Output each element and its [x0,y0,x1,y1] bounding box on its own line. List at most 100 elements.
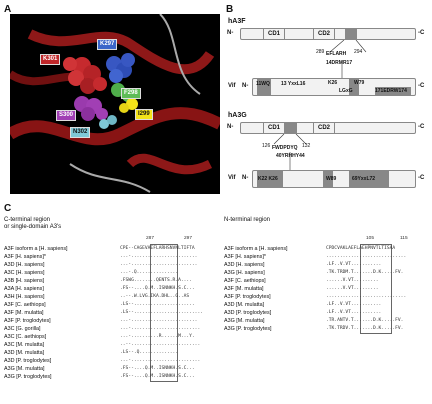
ha3f-vif-shade1 [257,79,271,95]
species-name: A3C [M. mulatta] [4,342,45,348]
right-sequences: CPDCVAKLAEFLAEHPNVTLTISAA...............… [326,245,406,333]
ha3f-n-terminus: N- [227,30,234,36]
sequence-row: .FSWG........QENTS.R.A.... [120,278,192,283]
left-ruler-2: 297 [184,236,193,241]
ha3g-motif-region [285,123,297,133]
sequence-row: ............................. [326,254,407,259]
sequence-row: ...-.Q............... [120,270,179,275]
panel-a-letter: A [4,4,12,15]
ha3f-vif-bar [252,78,416,96]
right-highlight-box [360,244,392,334]
label-k297: K297 [97,39,118,50]
ha3f-vif-shade2 [349,79,359,95]
protein-structure-image [10,14,220,194]
sequence-row: .FS--....Q.M..ISNNKH.S.C... [120,374,195,379]
sequence-row: .TK.TRDM.T.......D.K.....FV. [326,270,404,275]
sequence-row: ......V.VT......... [326,278,379,283]
left-title-line2: or single-domain A3's [4,224,62,230]
ha3f-cd1: CD1 [263,29,285,39]
ha3f-motif-start: 289 [316,49,325,55]
ha3f-vif-shade3 [375,87,411,95]
panel-b-letter: B [226,4,234,15]
species-name: A3C [C. aethiops] [4,334,47,340]
species-name: A3F [H. sapiens]* [224,254,266,260]
ha3g-cd1: CD1 [263,123,285,133]
species-name: A3D [P. troglodytes] [4,358,52,364]
label-f298: F298 [121,88,141,99]
sequence-row: ...-........................ [120,318,198,323]
species-name: A3B [H. sapiens] [4,278,45,284]
species-name: A3F [P. troglodytes] [224,294,271,300]
ha3f-vif-c: -C [418,83,425,89]
species-name: A3F [M. mulatta] [4,310,44,316]
ha3f-domain-bar: CD1 CD2 [240,28,416,40]
sequence-row: .LF..V.VT........... [326,310,382,315]
species-name: A3F [M. mulatta] [224,286,264,292]
ha3g-vif-shade2 [323,171,333,187]
sequence-row: .LS--...................... [120,302,195,307]
ha3g-vif-seq2: W89 [326,176,337,182]
ha3f-vif-seq4: W79 [354,80,365,86]
species-name: A3A [H. sapiens] [4,286,44,292]
label-i299: I299 [135,109,153,120]
species-name: A3G [H. sapiens] [224,270,265,276]
ha3g-motif: FWDPDYQ [272,145,298,151]
ha3g-vif-shade3 [349,171,389,187]
ha3g-label: hA3G [228,112,247,119]
ha3f-vif-n: N- [242,83,249,89]
ha3f-vif-seq1: 11WQ [256,81,270,87]
ha3g-vif-c: -C [418,175,425,181]
ha3f-motif-end: 294 [354,49,363,55]
ha3f-cd2: CD2 [313,29,335,39]
sequence-row: ...-..........R......M...Y. [120,334,195,339]
right-species-names: A3F isoform a [H. sapiens] A3F [H. sapien… [224,245,288,333]
left-species-names: A3F isoform a [H. sapiens]A3F [H. sapien… [4,245,68,381]
ha3g-motif-seq: FWDPDYQ [272,145,298,151]
sequence-row: ...-........................ [120,262,198,267]
ha3f-motif-region [345,29,357,39]
ha3f-vif-motif1: 14DRMR17 [326,60,353,66]
ha3f-label: hA3F [228,18,246,25]
species-name: A3D [M. mulatta] [4,350,45,356]
species-name: A3F [H. sapiens]* [4,254,46,260]
ha3f-vif-seq6: 171EDRW174 [375,88,407,94]
sequence-row: .TR.ANTV.T.......D.K.....FV. [326,318,404,323]
label-k301: K301 [40,54,61,65]
species-name: A3C [G. gorilla] [4,326,41,332]
species-name: A3H [H. sapiens] [4,294,45,300]
panel-c-letter: C [4,203,12,214]
ha3g-motif-lines [273,134,307,172]
ha3g-motif2: 40YRHHY44 [276,153,305,159]
ha3f-motif: EFLARH [326,51,346,57]
species-name: A3F [P. troglodytes] [4,318,51,324]
species-name: A3F [C. aethiops] [224,278,266,284]
left-alignment-title: C-terminal region or single-domain A3's [4,217,61,231]
sequence-row: .FS--....Q.M..ISNNKH.S.C... [120,286,195,291]
sequence-row: .LF..V.VT........... [326,262,382,267]
species-name: A3D [P. troglodytes] [224,310,272,316]
ha3f-c-terminus: -C [418,30,425,36]
left-highlight-box [150,244,178,382]
sequence-row: ...-......................... [120,326,201,331]
right-alignment-title: N-terminal region [224,217,271,223]
ha3g-vif-shade1 [257,171,283,187]
ha3g-cd2: CD2 [313,123,335,133]
species-name: A3F isoform a [H. sapiens] [224,246,288,252]
species-name: A3G [M. mulatta] [4,366,45,372]
left-ruler-1: 287 [146,236,155,241]
species-name: A3C [H. sapiens] [4,270,45,276]
label-s300: S300 [56,110,77,121]
sequence-row: ...-........................ [120,254,198,259]
ha3g-n-terminus: N- [227,124,234,130]
label-n302: N302 [70,127,91,138]
sequence-row: CPDCVAKLAEFLAEHPNVTLTISAA [326,246,396,251]
sequence-row: ..--......................... [120,342,201,347]
left-title-line1: C-terminal region [4,217,51,223]
sequence-row: .LF..V.VT........... [326,302,382,307]
left-sequences: CPE--CAGEVAEFLARHSNVNLTIFTA...-.........… [120,245,203,381]
sequence-row: .LS--.Q.............. [120,350,179,355]
sequence-row: .FS--....Q.M..ISNNKH.S.C... [120,366,195,371]
sequence-row: ..--.W.LVG.IKA.DHL..G..AS [120,294,190,299]
ha3g-c-terminus: -C [418,124,425,130]
ha3f-motif-seq: EFLARH [326,51,347,57]
